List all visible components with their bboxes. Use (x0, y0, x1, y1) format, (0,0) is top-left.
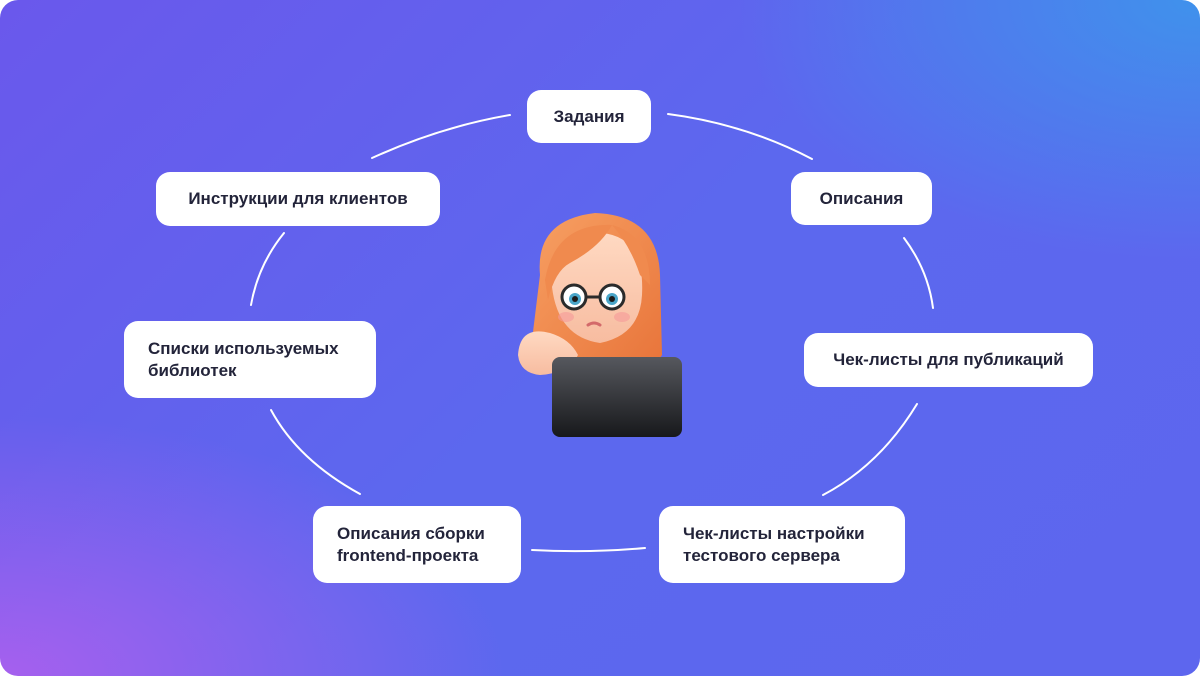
node-label: Описания сборки frontend-проекта (337, 523, 485, 565)
node-label: Чек-листы для публикаций (833, 350, 1064, 369)
node-tasks: Задания (527, 90, 651, 143)
node-label: Задания (553, 106, 625, 126)
node-label: Описания (819, 188, 904, 208)
connector-arc (531, 547, 646, 553)
woman-with-laptop-icon (518, 213, 682, 437)
node-library-lists: Списки используемых библиотек (124, 321, 376, 398)
connector-arc (822, 403, 918, 496)
node-descriptions: Описания (791, 172, 932, 225)
connector-arc (270, 409, 361, 495)
node-frontend-build-descriptions: Описания сборки frontend-проекта (313, 506, 521, 583)
node-label: Списки используемых библиотек (148, 338, 339, 380)
node-publication-checklists: Чек-листы для публикаций (804, 333, 1093, 387)
connector-arc (371, 114, 511, 159)
node-label: Инструкции для клиентов (188, 189, 408, 208)
connector-arc (250, 232, 285, 306)
connector-arc (667, 113, 813, 160)
node-label: Чек-листы настройки тестового сервера (683, 523, 865, 565)
connector-arc (903, 237, 934, 309)
node-test-server-checklists: Чек-листы настройки тестового сервера (659, 506, 905, 583)
node-client-instructions: Инструкции для клиентов (156, 172, 440, 226)
